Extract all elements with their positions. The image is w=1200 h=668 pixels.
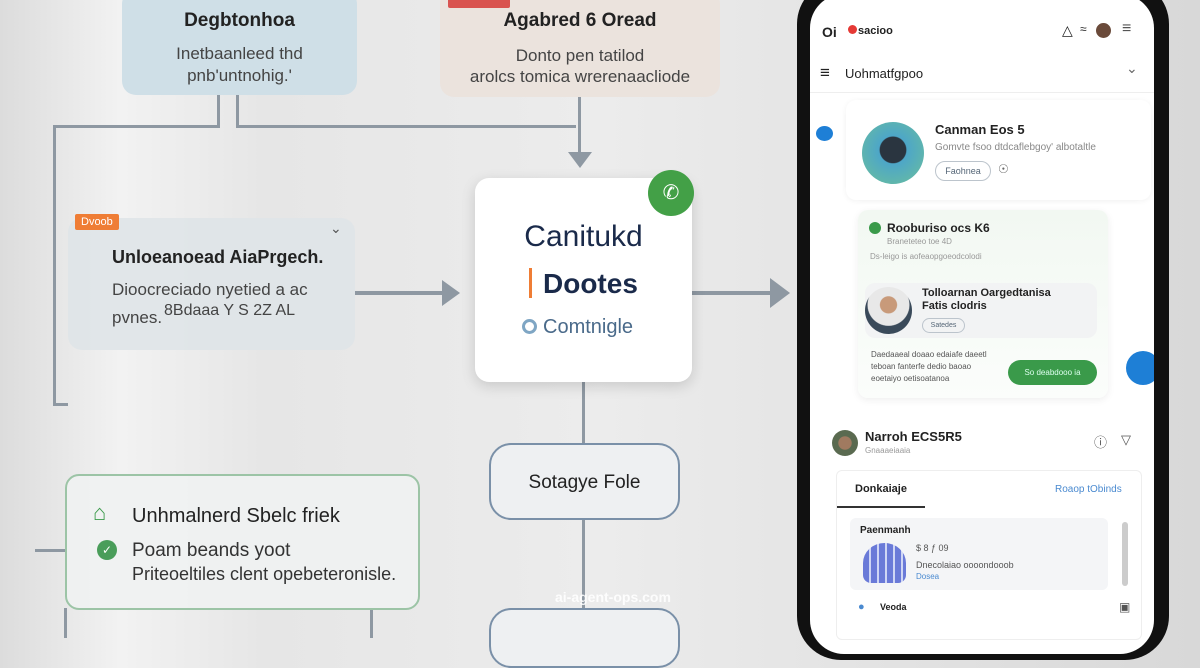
- node-box-6[interactable]: [489, 608, 680, 668]
- filter-icon[interactable]: ▽: [1121, 432, 1131, 447]
- eye-icon[interactable]: ☉: [998, 162, 1009, 176]
- profile-pill-button[interactable]: Faohnea: [935, 161, 991, 181]
- circle-icon: [522, 319, 537, 334]
- check-circle-icon: ✓: [97, 540, 117, 560]
- card-title: Rooburiso ocs K6: [887, 221, 990, 235]
- node-text: Inetbaanleed thd: [176, 44, 303, 63]
- hamburger-icon[interactable]: ≡: [820, 63, 830, 82]
- scrollbar[interactable]: [1122, 522, 1128, 586]
- chevron-down-icon[interactable]: ⌄: [330, 220, 342, 236]
- item-desc: Dnecolaiao oooondooob: [916, 560, 1014, 570]
- item-price: $ 8 ƒ 09: [916, 543, 949, 553]
- node-title: Unhmalnerd Sbelc friek: [132, 505, 340, 527]
- person-avatar: [865, 287, 912, 334]
- node-text: pvnes.: [112, 308, 163, 327]
- wifi-icon: ≈: [1080, 22, 1087, 36]
- check-circle-icon: [869, 222, 881, 234]
- item-heading: Paenmanh: [860, 525, 911, 536]
- lock-icon[interactable]: ▣: [1119, 600, 1131, 614]
- brand-logo-icon: [848, 25, 857, 34]
- green-action-button[interactable]: So deabdooo ia: [1008, 360, 1097, 385]
- node-text: Priteoeltiles clent opebeteronisle.: [132, 564, 397, 584]
- node-title: Degbtonhoa: [184, 10, 295, 31]
- arrow-down-icon: [568, 152, 592, 168]
- node-box-5[interactable]: Sotagye Fole: [489, 443, 680, 520]
- watermark: ai-agent-ops.com: [555, 589, 671, 605]
- chevron-down-icon[interactable]: ⌄: [1126, 60, 1138, 76]
- avatar[interactable]: [1096, 23, 1111, 38]
- node-box-3[interactable]: ⌄ Unloeanoead AiaPrgech. Dioocreciado ny…: [68, 218, 355, 350]
- node-box-4[interactable]: ⌂ Unhmalnerd Sbelc friek ✓ Poam beands y…: [65, 474, 420, 610]
- person-sub: Fatis clodris: [922, 300, 987, 312]
- divider: [810, 92, 1154, 93]
- node-box-2[interactable]: Agabred 6 Oread Donto pen tatilod arolcs…: [440, 0, 720, 97]
- globe-icon: [863, 543, 906, 583]
- item-link[interactable]: Dosea: [916, 572, 940, 581]
- node-title: Sotagye Fole: [528, 472, 641, 493]
- node-box-1[interactable]: Degbtonhoa Inetbaanleed thd pnb'untnohig…: [122, 0, 357, 95]
- tab-underline: [837, 506, 925, 508]
- accent-bar: [529, 268, 532, 298]
- house-icon: ⌂: [93, 500, 107, 525]
- node-title: Agabred 6 Oread: [503, 10, 657, 31]
- arrow-right-icon: [770, 278, 790, 308]
- node-text: arolcs tomica wrerenaacliode: [469, 67, 691, 86]
- center-footer: Comtnigle: [543, 316, 634, 338]
- center-subtitle: Dootes: [543, 268, 638, 299]
- person-title: Tolloarnan Oargedtanisa: [922, 287, 1051, 299]
- center-card[interactable]: Canitukd Dootes Comtnigle: [475, 178, 692, 382]
- card-text: Daedaaeal doaao edaiafe daeetl: [871, 350, 987, 359]
- phone-icon[interactable]: ✆: [648, 170, 694, 216]
- node-tag: [448, 0, 510, 8]
- profile-subtitle: Gomvte fsoo dtdcaflebgoy' albotaltle: [935, 142, 1096, 153]
- profile-avatar: [862, 122, 924, 184]
- fab-button[interactable]: [1126, 351, 1154, 385]
- arrow-right-icon: [442, 280, 460, 306]
- person-name: Narroh ECS5R5: [865, 429, 962, 444]
- center-title: Canitukd: [524, 220, 643, 253]
- phone-screen: Oi sacioo △ ≈ ≡ ≡ Uohmatfgpoo ⌄ Canman E…: [810, 0, 1154, 654]
- profile-name: Canman Eos 5: [935, 122, 1025, 137]
- card-desc: Ds-leigo is aofeaopgoeodcolodi: [870, 252, 982, 261]
- contact-icon: ●: [858, 601, 865, 613]
- node-text: Donto pen tatilod: [515, 46, 645, 65]
- person-pill[interactable]: Satedes: [922, 318, 965, 333]
- node-tag: Dvoob: [75, 214, 119, 230]
- node-text: Dioocreciado nyetied a ac: [112, 280, 308, 299]
- card-text: eoetaiyo oetisoatanoa: [871, 374, 950, 383]
- tab-link[interactable]: Roaop tObinds: [1055, 484, 1122, 495]
- node-text: pnb'untnohig.': [187, 66, 292, 85]
- person-avatar: [832, 430, 858, 456]
- info-badge-icon[interactable]: [816, 126, 833, 141]
- status-text: Oi: [822, 24, 837, 40]
- person-sub: Gnaaaeiaaia: [865, 446, 911, 455]
- menu-icon[interactable]: ≡: [1122, 20, 1132, 37]
- row-label: Veoda: [880, 602, 907, 612]
- node-text: Poam beands yoot: [132, 540, 291, 561]
- card-text: teboan fanterfe dedio baoao: [871, 362, 972, 371]
- node-text: 8Bdaaa Y S 2Z AL: [164, 302, 296, 319]
- node-title: Unloeanoead AiaPrgech.: [112, 247, 324, 267]
- info-icon[interactable]: ⓘ: [1094, 435, 1108, 450]
- card-sub: Braneteteo toe 4D: [887, 237, 952, 246]
- notification-icon[interactable]: △: [1062, 22, 1073, 38]
- header-title: Uohmatfgpoo: [845, 66, 924, 81]
- tab-active[interactable]: Donkaiaje: [855, 483, 907, 495]
- brand-name: sacioo: [858, 25, 893, 37]
